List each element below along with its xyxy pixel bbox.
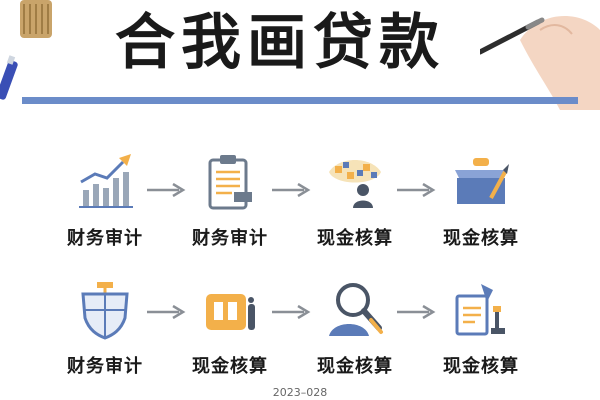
desk-supplies-decoration: [0, 0, 52, 100]
flow-step-1-2: 财务审计: [175, 152, 285, 250]
flow-step-2-2: 现金核算: [175, 280, 285, 378]
document-chart-icon: [455, 284, 505, 336]
clipboard-icon: [208, 155, 252, 210]
step-label: 现金核算: [317, 228, 393, 249]
step-label: 财务审计: [67, 356, 143, 377]
footer-code: 2023–028: [272, 386, 328, 399]
toolbox-icon: [455, 158, 509, 204]
arrow-right-icon: [397, 183, 436, 197]
arrow-right-icon: [272, 305, 311, 319]
magnifier-user-icon: [329, 283, 383, 336]
flow-step-2-1: 财务审计: [50, 280, 160, 378]
title-divider: [22, 97, 578, 104]
step-label: 财务审计: [67, 228, 143, 249]
accounting-device-icon: [206, 294, 255, 330]
shield-icon: [81, 282, 129, 340]
flow-step-2-4: 现金核算: [426, 280, 536, 378]
step-label: 财务审计: [192, 228, 268, 249]
arrow-right-icon: [147, 183, 186, 197]
step-label: 现金核算: [317, 356, 393, 377]
arrow-right-icon: [272, 183, 311, 197]
flow-step-1-1: 财务审计: [50, 152, 160, 250]
arrow-right-icon: [147, 305, 186, 319]
flow-step-1-3: 现金核算: [300, 152, 410, 250]
arrow-right-icon: [397, 305, 436, 319]
step-label: 现金核算: [443, 356, 519, 377]
step-label: 现金核算: [443, 228, 519, 249]
step-label: 现金核算: [192, 356, 268, 377]
growth-chart-icon: [79, 154, 133, 208]
flow-step-1-4: 现金核算: [426, 152, 536, 250]
page-title: 合我画贷款: [115, 8, 445, 78]
flow-step-2-3: 现金核算: [300, 280, 410, 378]
hand-pen-decoration: [480, 16, 600, 110]
team-meeting-icon: [329, 160, 381, 208]
